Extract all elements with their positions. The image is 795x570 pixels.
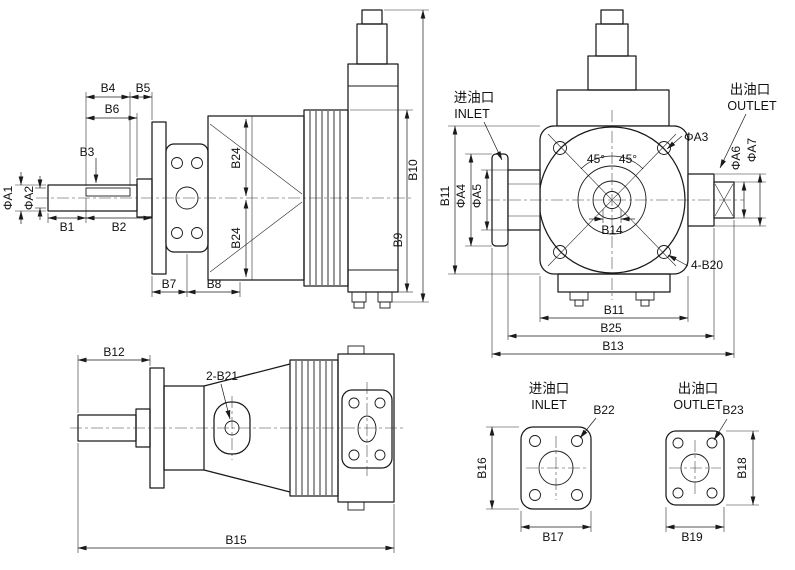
bolt-hole bbox=[657, 245, 671, 259]
angle-label-left: 45° bbox=[587, 152, 605, 166]
dim-label-b12: B12 bbox=[103, 345, 125, 359]
dim-label-b6: B6 bbox=[105, 102, 120, 116]
dim-label-b9: B9 bbox=[391, 232, 405, 247]
dim-label-phi-a7: ΦA7 bbox=[745, 138, 759, 163]
plan-view: B12 2-B21 B15 bbox=[70, 345, 404, 553]
outlet-flange-label-cn: 出油口 bbox=[678, 381, 719, 396]
dim-label-b10: B10 bbox=[406, 159, 420, 181]
valve-block bbox=[347, 63, 399, 293]
dim-label-b16: B16 bbox=[475, 457, 489, 479]
dim-label-phi-a5: ΦA5 bbox=[470, 184, 484, 209]
dim-label-phi-a6: ΦA6 bbox=[729, 146, 743, 171]
dim-label-b24-upper: B24 bbox=[229, 147, 243, 169]
dim-label-b15: B15 bbox=[225, 533, 247, 547]
dim-label-b19: B19 bbox=[681, 530, 703, 544]
dim-label-b18: B18 bbox=[735, 457, 749, 479]
dim-label-b14: B14 bbox=[601, 223, 623, 237]
dim-label-phi-a2: ΦA2 bbox=[22, 186, 36, 211]
bolt-hole bbox=[553, 141, 567, 155]
inlet-flange-label-cn: 进油口 bbox=[529, 381, 570, 396]
dim-label-b25: B25 bbox=[600, 321, 622, 335]
dim-label-b4: B4 bbox=[101, 81, 116, 95]
dim-label-b22: B22 bbox=[593, 403, 615, 417]
dim-label-b5: B5 bbox=[136, 81, 151, 95]
outlet-label-en: OUTLET bbox=[727, 99, 777, 113]
dim-label-b23: B23 bbox=[722, 403, 744, 417]
dim-label-4-b20: 4-B20 bbox=[691, 258, 723, 272]
dim-label-b7: B7 bbox=[162, 277, 177, 291]
dim-label-phi-a4: ΦA4 bbox=[454, 184, 468, 209]
dim-label-b8: B8 bbox=[207, 277, 222, 291]
inlet-label-cn: 进油口 bbox=[454, 90, 495, 105]
outlet-port-flange-view: 出油口 OUTLET B23 B18 B19 bbox=[665, 381, 759, 544]
inlet-flange-label-en: INLET bbox=[531, 398, 567, 412]
top-cap bbox=[361, 9, 383, 25]
dim-label-b3: B3 bbox=[80, 145, 95, 159]
outlet-flange-label-en: OUTLET bbox=[673, 398, 723, 412]
bolt-hole bbox=[553, 245, 567, 259]
dim-label-phi-a1: ΦA1 bbox=[1, 186, 15, 211]
dim-label-2-b21: 2-B21 bbox=[206, 369, 238, 383]
end-view: 45° 45° B14 ΦA3 B11 ΦA4 ΦA5 ΦA6 ΦA7 4-B2… bbox=[438, 9, 777, 358]
inlet-label-en: INLET bbox=[454, 107, 490, 121]
end-top-cap bbox=[600, 9, 624, 25]
angle-label-right: 45° bbox=[619, 152, 637, 166]
dim-label-b2: B2 bbox=[112, 220, 127, 234]
dim-label-b17: B17 bbox=[542, 530, 564, 544]
dim-label-b24-lower: B24 bbox=[229, 227, 243, 249]
inlet-port-flange-view: 进油口 INLET B22 B16 B17 bbox=[475, 381, 615, 544]
dim-label-b13: B13 bbox=[602, 339, 624, 353]
outlet-label-cn: 出油口 bbox=[730, 82, 771, 97]
keyway bbox=[85, 187, 131, 197]
top-cylinder bbox=[356, 23, 388, 65]
dim-label-b1: B1 bbox=[60, 220, 75, 234]
dim-label-phi-a3: ΦA3 bbox=[684, 130, 709, 144]
side-view: B4 B5 B6 B3 ΦA1 ΦA2 B1 B2 B24 B24 B7 B8 … bbox=[1, 9, 429, 309]
dim-label-b11-left: B11 bbox=[438, 185, 452, 206]
dim-label-b11-bottom: B11 bbox=[604, 303, 625, 317]
